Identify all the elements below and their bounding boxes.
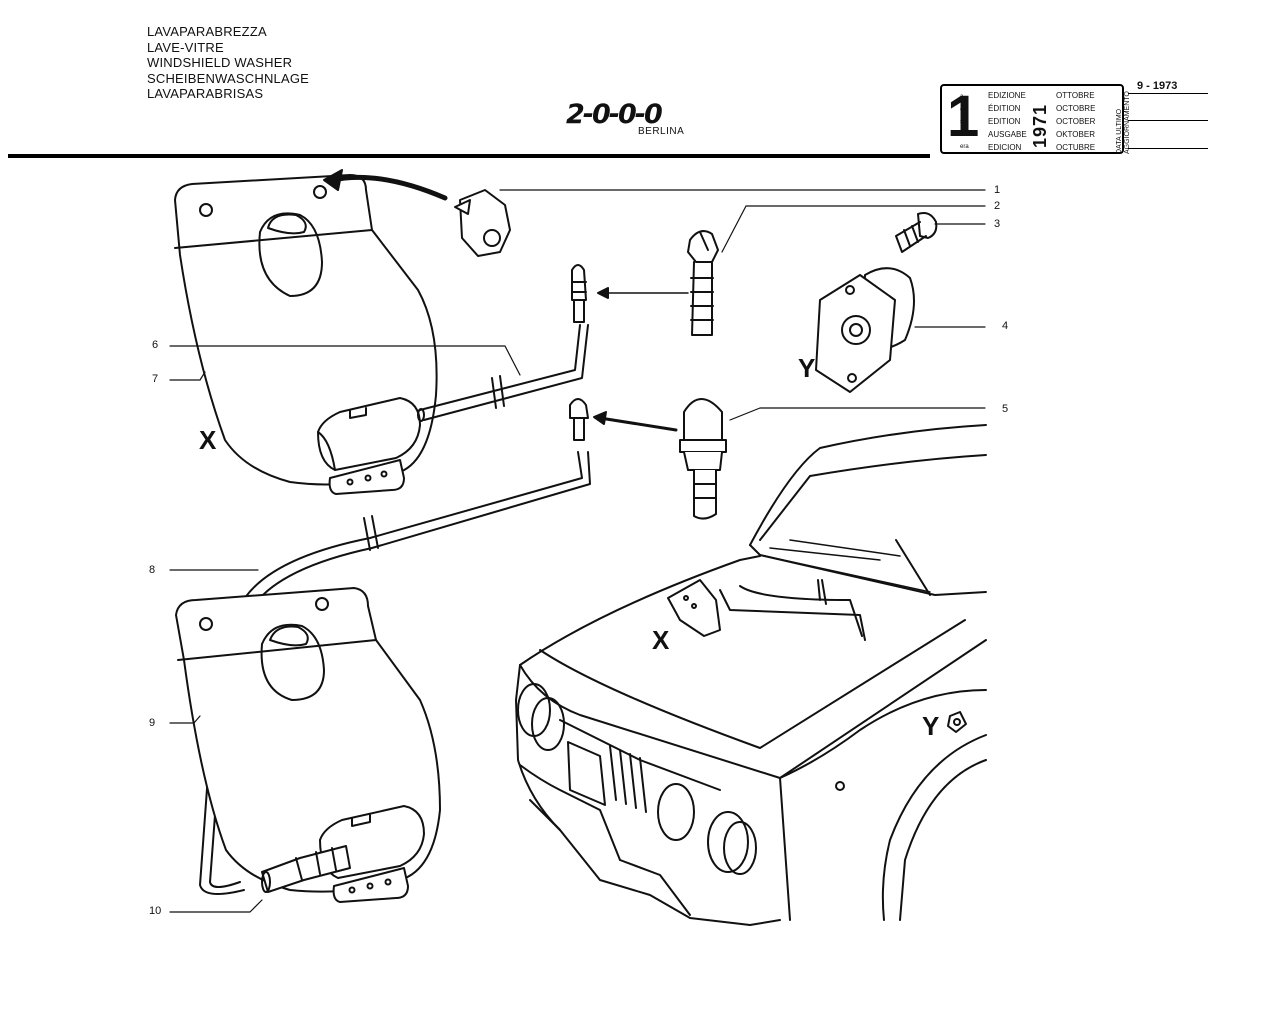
- arrow-head: [593, 411, 607, 425]
- car-front-view: [515, 424, 987, 926]
- nozzle-grommet: [815, 267, 915, 393]
- small-jet-lower: [569, 398, 589, 441]
- edition-number: 1: [947, 84, 980, 149]
- edition-block: 1 a ère st . era EDIZIONE ÉDITION EDITIO…: [934, 82, 1131, 156]
- model-logo: 2-0-0-0: [566, 99, 663, 130]
- washer-reservoir-bottom: [175, 587, 441, 903]
- edition-suffixes: a ère st . era: [960, 94, 969, 150]
- edition-frame: [940, 84, 1124, 154]
- callout-3: 3: [994, 218, 1001, 230]
- callout-4: 4: [1002, 320, 1009, 332]
- title-german: SCHEIBENWASCHNLAGE: [147, 70, 310, 86]
- title-spanish: LAVAPARABRISAS: [147, 86, 264, 101]
- hose-break: [363, 515, 379, 551]
- update-line: [1128, 148, 1208, 149]
- title-english: WINDSHIELD WASHER: [147, 55, 293, 70]
- callout-8: 8: [149, 564, 156, 576]
- view-letter-x: X: [199, 425, 217, 455]
- small-jet-upper: [571, 264, 587, 323]
- screw: [895, 212, 938, 253]
- view-letter-x-car: X: [652, 625, 670, 655]
- view-letter-y: Y: [798, 353, 816, 383]
- update-line: [1128, 120, 1208, 121]
- arrow-head: [323, 169, 343, 191]
- callout-10: 10: [149, 905, 162, 917]
- assembly-arrow: [329, 174, 448, 201]
- update-line: [1128, 93, 1208, 94]
- title-block: LAVAPARABREZZA LAVE-VITRE WINDSHIELD WAS…: [147, 24, 309, 102]
- title-french: LAVE-VITRE: [147, 39, 224, 55]
- nozzle-jet: [687, 230, 719, 336]
- callout-9: 9: [149, 717, 156, 729]
- view-letter-y-car: Y: [922, 711, 940, 741]
- edition-months: OTTOBRE OCTOBRE OCTOBER OKTOBER OCTUBRE: [1056, 91, 1096, 152]
- last-update-date: 9 - 1973: [1137, 80, 1178, 92]
- nozzle-jet-lower: [679, 398, 727, 520]
- leader-lines: [169, 189, 986, 913]
- callout-2: 2: [994, 200, 1001, 212]
- title-italian: LAVAPARABREZZA: [147, 24, 267, 39]
- header-rule: [8, 154, 930, 158]
- edition-labels: EDIZIONE ÉDITION EDITION AUSGABE EDICION: [988, 91, 1027, 152]
- callout-5: 5: [1002, 403, 1009, 415]
- washer-reservoir-top: [174, 174, 589, 495]
- bracket-clip: [454, 189, 511, 257]
- model-badge: 2-0-0-0 BERLINA: [566, 100, 696, 140]
- callout-7: 7: [152, 373, 159, 385]
- callout-6: 6: [152, 339, 159, 351]
- callout-1: 1: [994, 184, 1001, 196]
- arrow-head: [597, 287, 609, 299]
- model-subtitle: BERLINA: [638, 126, 685, 137]
- arrow-line: [598, 416, 678, 432]
